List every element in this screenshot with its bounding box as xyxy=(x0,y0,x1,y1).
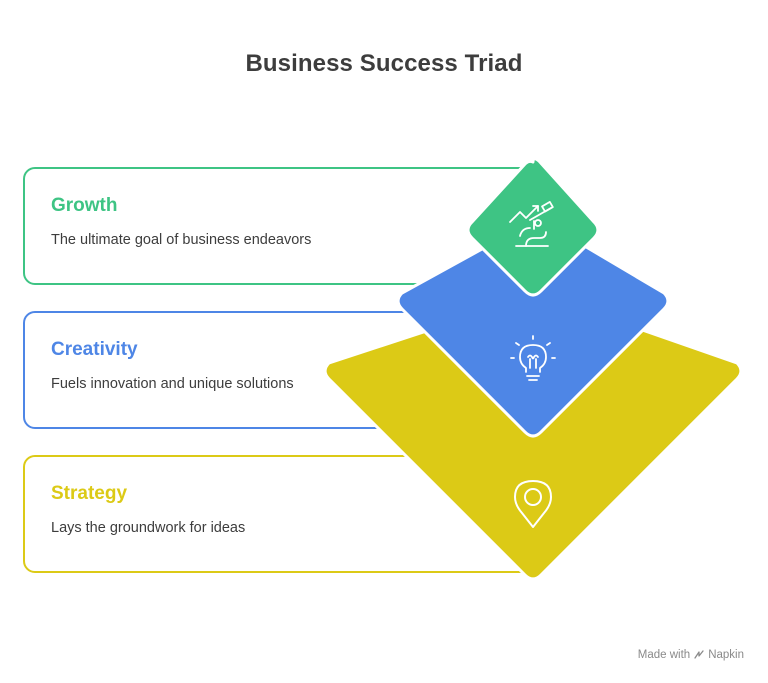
made-with-label: Made with xyxy=(637,649,691,661)
growth-telescope-icon xyxy=(509,201,554,247)
diagram-title: Business Success Triad xyxy=(245,50,523,77)
card-growth-heading: Growth xyxy=(51,195,118,216)
made-with-napkin: Made with Napkin xyxy=(638,649,744,661)
card-creativity-description: Fuels innovation and unique solutions xyxy=(51,376,294,392)
lightbulb-icon xyxy=(510,335,556,381)
map-pin-icon xyxy=(514,480,552,528)
card-strategy-heading: Strategy xyxy=(51,483,128,504)
growth-diamond xyxy=(466,157,600,297)
napkin-logo-icon xyxy=(694,650,704,659)
napkin-brand-label: Napkin xyxy=(708,649,744,661)
card-growth-description: The ultimate goal of business endeavors xyxy=(51,232,312,248)
card-creativity-heading: Creativity xyxy=(51,339,138,360)
card-strategy-description: Lays the groundwork for ideas xyxy=(51,520,246,536)
